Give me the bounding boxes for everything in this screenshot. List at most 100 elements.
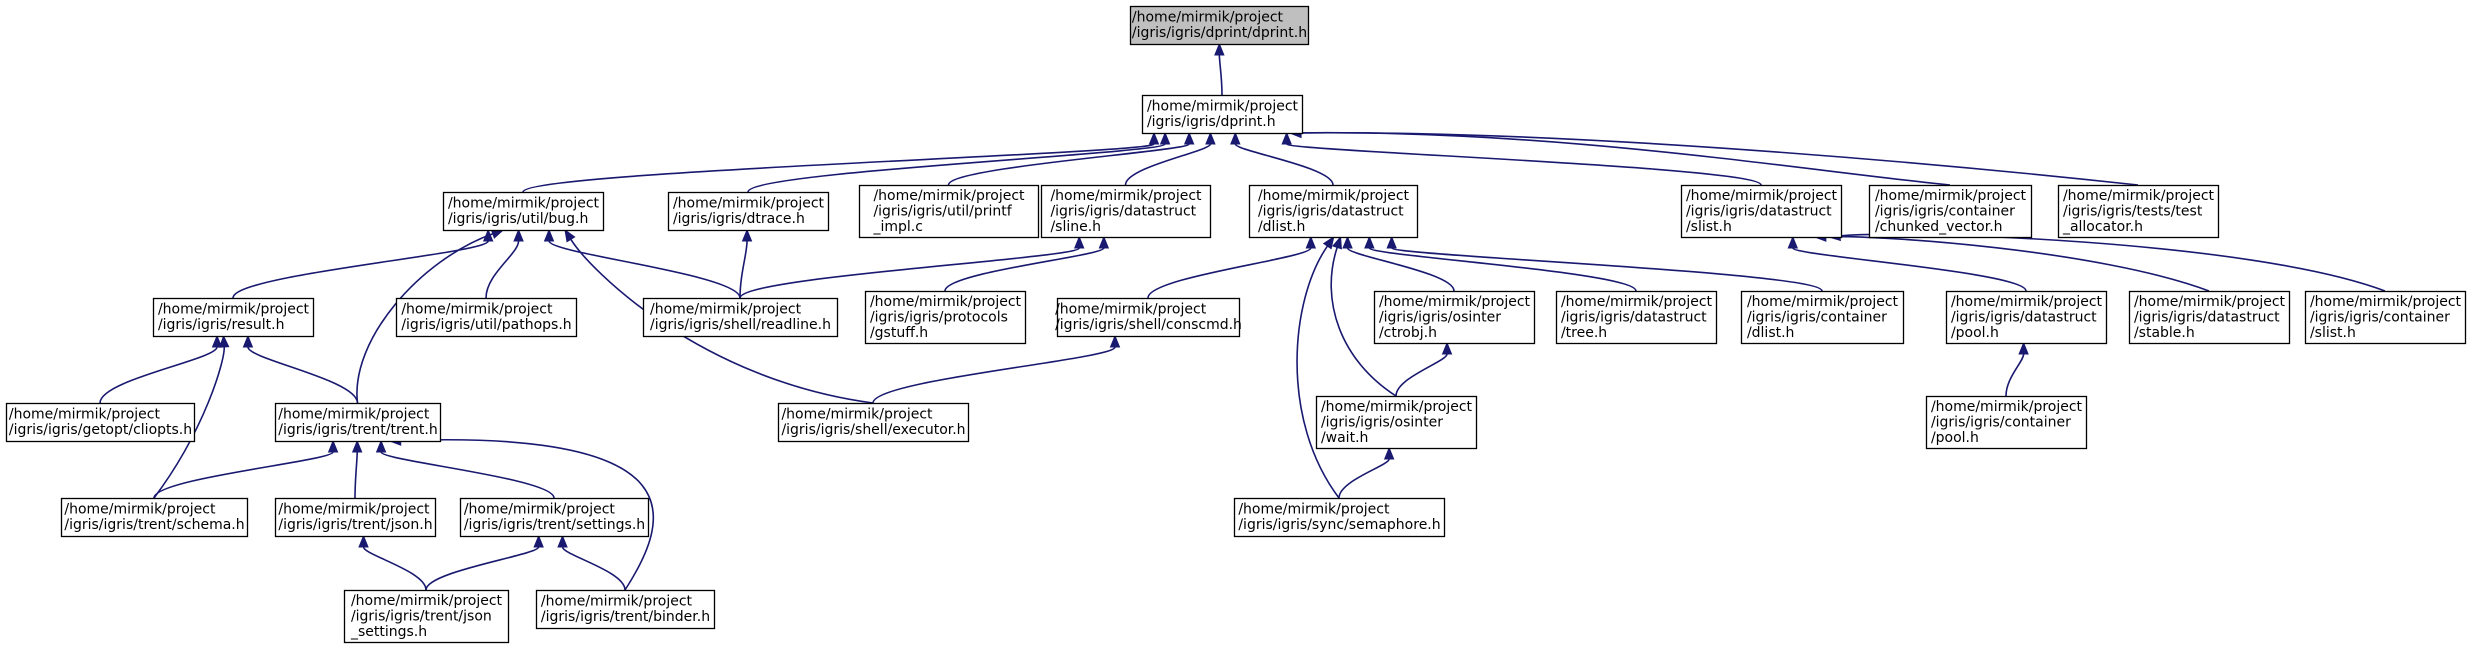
node-stable[interactable]: /home/mirmik/project/igris/igris/datastr… <box>2128 290 2291 345</box>
node-cdlist[interactable]: /home/mirmik/project/igris/igris/contain… <box>1740 290 1905 345</box>
edge-bug-to-dprint <box>522 143 1155 193</box>
node-tree[interactable]: /home/mirmik/project/igris/igris/datastr… <box>1555 290 1718 345</box>
edge-binder-to-settings <box>561 546 626 591</box>
node-cslist[interactable]: /home/mirmik/project/igris/igris/contain… <box>2304 290 2467 345</box>
node-label-line: /home/mirmik/project <box>2134 294 2286 310</box>
edge-pathops-to-bug <box>485 240 520 299</box>
node-label-line: /home/mirmik/project <box>650 302 802 318</box>
node-label-line: /gstuff.h <box>870 325 928 341</box>
node-dprint[interactable]: /home/mirmik/project/igris/igris/dprint.… <box>1141 94 1304 135</box>
node-label-line: /igris/igris/dprint.h <box>1147 114 1276 130</box>
edge-conscmd-to-dlist <box>1147 247 1312 299</box>
edge-arrowhead <box>351 439 363 453</box>
node-bug[interactable]: /home/mirmik/project/igris/igris/util/bu… <box>442 191 605 232</box>
node-label-line: /home/mirmik/project <box>2063 188 2215 204</box>
node-semaphore[interactable]: /home/mirmik/project/igris/igris/sync/se… <box>1233 497 1446 538</box>
edge-arrowhead <box>1441 341 1453 355</box>
node-json[interactable]: /home/mirmik/project/igris/igris/trent/j… <box>274 497 437 538</box>
node-cliopts[interactable]: /home/mirmik/project/igris/igris/getopt/… <box>5 402 196 443</box>
node-label-line: /igris/igris/datastruct <box>1686 203 1832 219</box>
edge-arrowhead <box>327 439 339 453</box>
node-json-settings[interactable]: /home/mirmik/project/igris/igris/trent/j… <box>343 589 510 644</box>
node-label-line: /igris/igris/trent/json <box>351 608 492 624</box>
node-label-line: /igris/igris/protocols <box>870 309 1008 325</box>
edge-arrowhead <box>2018 341 2029 355</box>
node-label-line: /igris/igris/osinter <box>1379 309 1501 325</box>
node-box <box>459 497 650 538</box>
node-schema[interactable]: /home/mirmik/project/igris/igris/trent/s… <box>60 497 249 538</box>
edge-dtrace-to-dprint <box>747 143 1166 193</box>
edge-arrowhead <box>533 534 544 548</box>
node-conscmd[interactable]: /home/mirmik/project/igris/igris/shell/c… <box>1055 297 1242 338</box>
node-label-line: /home/mirmik/project <box>1686 188 1838 204</box>
edge-schema-to-result <box>153 346 225 499</box>
node-box <box>858 184 1040 239</box>
node-executor[interactable]: /home/mirmik/project/igris/igris/shell/e… <box>777 402 970 443</box>
node-label-line: /igris/igris/shell/readline.h <box>650 317 831 333</box>
node-box <box>1945 290 2108 345</box>
node-box <box>1248 184 1419 239</box>
node-sline[interactable]: /home/mirmik/project/igris/igris/datastr… <box>1040 184 1212 239</box>
node-box <box>1373 290 1536 345</box>
node-label-line: /igris/igris/datastruct <box>1951 309 2097 325</box>
node-box <box>1740 290 1905 345</box>
node-label-line: /home/mirmik/project <box>873 188 1025 204</box>
node-ctrobj[interactable]: /home/mirmik/project/igris/igris/osinter… <box>1373 290 1536 345</box>
node-dlist[interactable]: /home/mirmik/project/igris/igris/datastr… <box>1248 184 1419 239</box>
node-settings[interactable]: /home/mirmik/project/igris/igris/trent/s… <box>459 497 650 538</box>
node-binder[interactable]: /home/mirmik/project/igris/igris/trent/b… <box>535 589 716 630</box>
node-dtrace[interactable]: /home/mirmik/project/igris/igris/dtrace.… <box>667 191 830 232</box>
node-chunked-vector[interactable]: /home/mirmik/project/igris/igris/contain… <box>1868 184 2033 239</box>
node-label-line: /igris/igris/result.h <box>158 317 285 333</box>
node-root[interactable]: /home/mirmik/project/igris/igris/dprint/… <box>1129 5 1310 46</box>
edge-cliopts-to-result <box>99 346 218 404</box>
node-label-line: /home/mirmik/project <box>781 407 933 423</box>
node-label-line: /igris/igris/util/bug.h <box>448 211 588 227</box>
edge-schema-to-trent <box>153 451 334 499</box>
node-label-line: /igris/igris/container <box>1931 414 2071 430</box>
node-result[interactable]: /home/mirmik/project/igris/igris/result.… <box>152 297 315 338</box>
node-pool[interactable]: /home/mirmik/project/igris/igris/datastr… <box>1945 290 2108 345</box>
node-label-line: /stable.h <box>2134 325 2195 341</box>
node-label-line: /slist.h <box>2310 325 2356 341</box>
edge-wait-to-dlist <box>1330 247 1397 397</box>
node-trent[interactable]: /home/mirmik/project/igris/igris/trent/t… <box>274 402 442 443</box>
node-label-line: /igris/igris/datastruct <box>1258 203 1404 219</box>
node-label-line: /igris/igris/shell/executor.h <box>781 422 965 438</box>
edge-arrowhead <box>358 534 369 548</box>
edge-arrowhead <box>564 228 576 243</box>
node-label-line: /igris/igris/dtrace.h <box>673 211 805 227</box>
node-pathops[interactable]: /home/mirmik/project/igris/igris/util/pa… <box>395 297 578 338</box>
node-gstuff[interactable]: /home/mirmik/project/igris/igris/protoco… <box>864 290 1027 345</box>
edge-arrowhead <box>1364 235 1375 249</box>
node-readline[interactable]: /home/mirmik/project/igris/igris/shell/r… <box>642 297 839 338</box>
edge-chunked_vector-to-dprint <box>1300 131 1951 186</box>
node-label-line: /pool.h <box>1951 325 1999 341</box>
node-label-line: /igris/igris/dprint/dprint.h <box>1132 25 1307 41</box>
node-box <box>1680 184 1843 239</box>
node-box <box>2057 184 2220 239</box>
edge-result-to-bug <box>232 240 489 299</box>
node-test-allocator[interactable]: /home/mirmik/project/igris/igris/tests/t… <box>2057 184 2220 239</box>
edge-arrowhead <box>1098 235 1110 249</box>
node-box <box>864 290 1027 345</box>
node-slist[interactable]: /home/mirmik/project/igris/igris/datastr… <box>1680 184 1843 239</box>
node-label-line: /igris/igris/trent/trent.h <box>278 422 437 438</box>
edge-ctrobj-to-dlist <box>1346 247 1455 292</box>
node-box <box>152 297 315 338</box>
edge-semaphore-to-wait <box>1338 458 1390 499</box>
node-wait[interactable]: /home/mirmik/project/igris/igris/osinter… <box>1315 395 1478 450</box>
node-printf-impl[interactable]: /home/mirmik/project/igris/igris/util/pr… <box>858 184 1040 239</box>
node-box <box>1129 5 1310 46</box>
node-cpool[interactable]: /home/mirmik/project/igris/igris/contain… <box>1925 395 2088 450</box>
edge-json_settings-to-settings <box>425 546 540 591</box>
node-label-line: /home/mirmik/project <box>1931 399 2083 415</box>
node-label-line: /igris/igris/container <box>1747 309 1887 325</box>
edge-arrowhead <box>218 334 230 348</box>
node-label-line: /ctrobj.h <box>1379 325 1437 341</box>
edge-settings-to-trent <box>380 451 555 499</box>
node-box <box>1315 395 1478 450</box>
node-label-line: /dlist.h <box>1258 219 1306 235</box>
edge-pool-to-slist <box>1792 247 2027 292</box>
node-box <box>2128 290 2291 345</box>
